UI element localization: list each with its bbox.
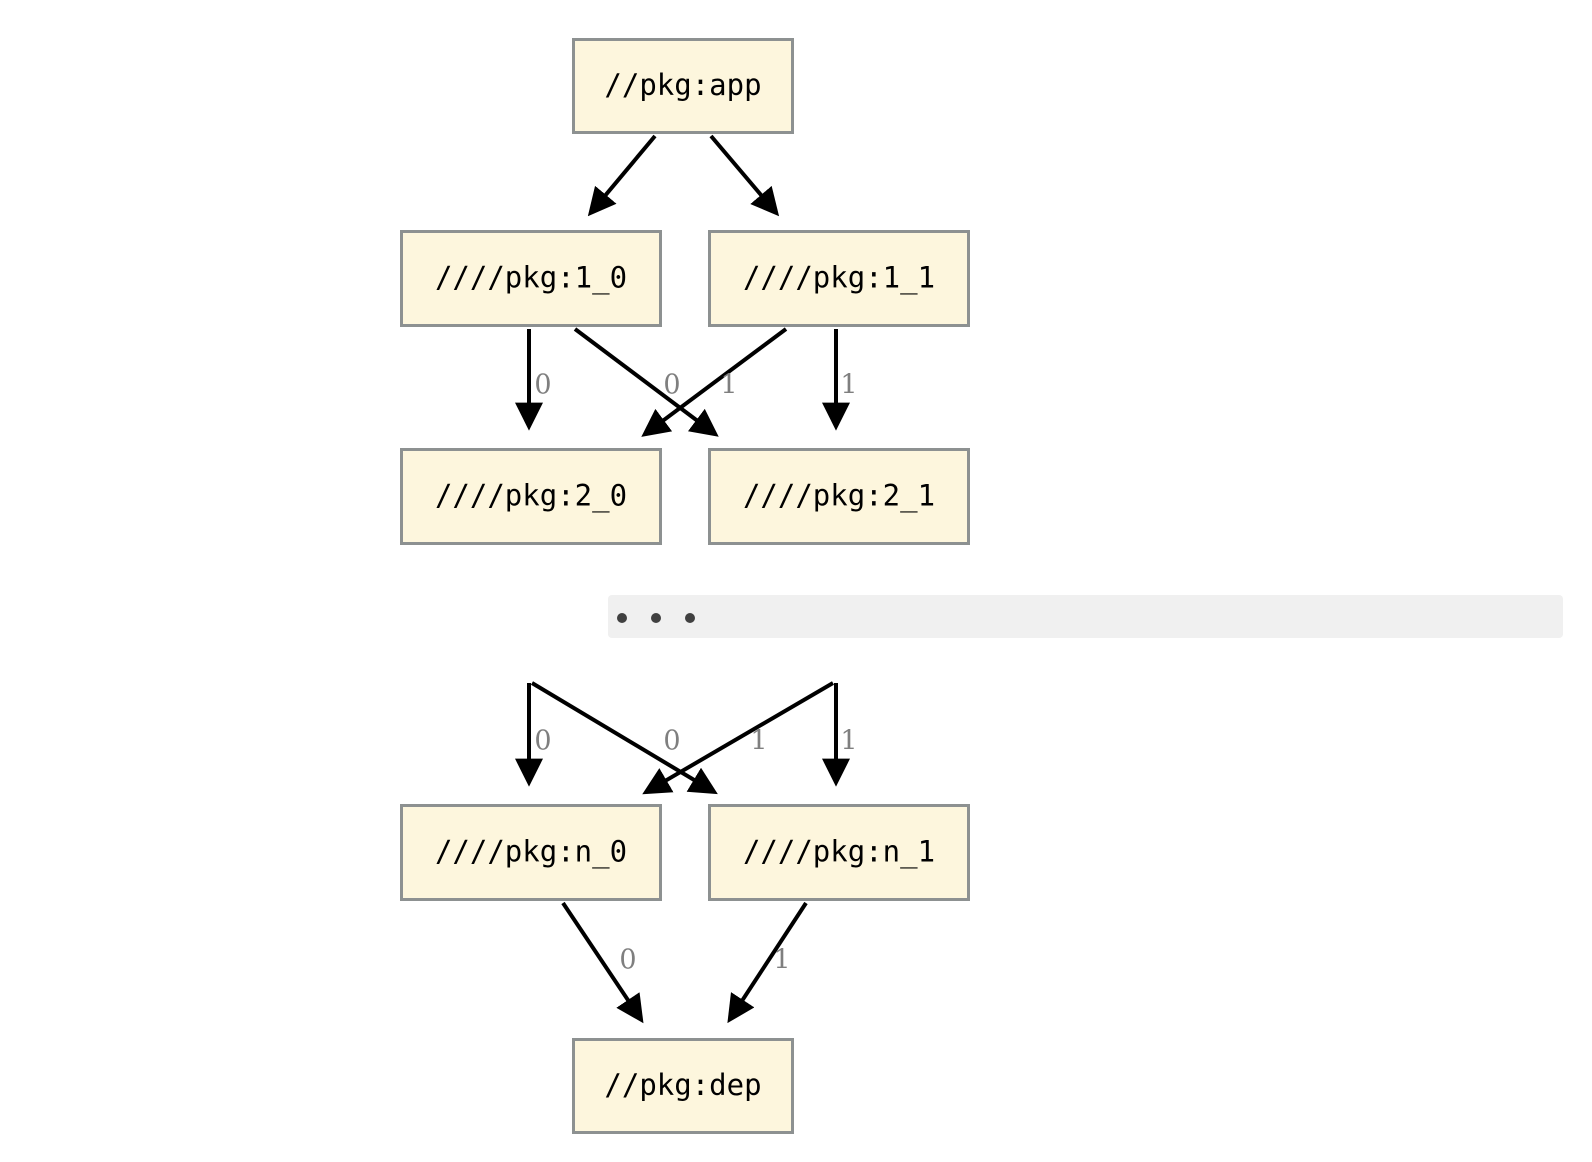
node-box[interactable] [400, 804, 662, 901]
edge-1_1-to-2_1: 1 [822, 329, 858, 431]
edge-label: 0 [663, 370, 680, 401]
edge-1_0-to-2_0: 0 [515, 329, 552, 431]
edge-line [587, 134, 657, 217]
node-app[interactable]: //pkg:app [572, 38, 794, 134]
node-label: ////pkg:2_1 [743, 479, 935, 514]
node-label: ////pkg:1_1 [743, 261, 935, 296]
node-label: ////pkg:1_0 [435, 261, 627, 296]
node-box[interactable] [400, 448, 662, 545]
node-label: //pkg:dep [604, 1068, 761, 1102]
ellipsis-dot-2 [685, 613, 695, 623]
edge-prev-to-n_0: 0 [515, 683, 552, 787]
ellipsis-dot-0 [617, 613, 627, 623]
ellipsis-dot-1 [651, 613, 661, 623]
node-box[interactable] [572, 38, 794, 134]
node-label: //pkg:app [604, 68, 761, 102]
edge-line [709, 134, 780, 217]
node-box[interactable] [708, 448, 970, 545]
edge-prev-to-n_1: 0 [530, 681, 718, 795]
edge-prev2-to-n_1: 1 [822, 683, 858, 787]
edge-n_1-to-dep: 1 [727, 901, 808, 1024]
edge-line [727, 901, 808, 1024]
edge-prev2-to-n_0: 1 [642, 681, 835, 795]
node-label: ////pkg:n_0 [435, 835, 627, 870]
node-n2_0[interactable]: ////pkg:2_0 [400, 448, 662, 545]
node-n2_1[interactable]: ////pkg:2_1 [708, 448, 970, 545]
node-n1_1[interactable]: ////pkg:1_1 [708, 230, 970, 327]
node-box[interactable] [400, 230, 662, 327]
node-box[interactable] [708, 230, 970, 327]
node-dep[interactable]: //pkg:dep [572, 1038, 794, 1134]
edge-label: 0 [663, 726, 680, 757]
edge-app-to-1_1 [709, 134, 780, 217]
edge-label: 1 [720, 370, 737, 401]
edge-line [573, 327, 719, 437]
edge-line [561, 901, 644, 1024]
edges-layer: 0 0 1 1 0 0 1 1 0 1 [515, 134, 858, 1024]
edge-label: 0 [534, 370, 551, 401]
edge-label: 1 [840, 370, 857, 401]
edge-label: 1 [750, 726, 767, 757]
edge-line [642, 681, 835, 795]
nodes-layer: //pkg:app ////pkg:1_0 ////pkg:1_1 ////pkg:2… [400, 38, 970, 1134]
edge-line [641, 327, 788, 437]
node-nn_0[interactable]: ////pkg:n_0 [400, 804, 662, 901]
edge-label: 0 [619, 945, 636, 976]
edge-label: 1 [773, 945, 790, 976]
edge-n_0-to-dep: 0 [561, 901, 644, 1024]
edge-1_0-to-2_1: 0 [573, 327, 719, 437]
node-label: ////pkg:n_1 [743, 835, 935, 870]
edge-1_1-to-2_0: 1 [641, 327, 788, 437]
ellipsis-separator [608, 595, 1563, 638]
ellipsis-band [608, 595, 1563, 638]
node-n1_0[interactable]: ////pkg:1_0 [400, 230, 662, 327]
edge-line [530, 681, 718, 795]
node-nn_1[interactable]: ////pkg:n_1 [708, 804, 970, 901]
node-box[interactable] [708, 804, 970, 901]
node-label: ////pkg:2_0 [435, 479, 627, 514]
edge-label: 1 [840, 726, 857, 757]
node-box[interactable] [572, 1038, 794, 1134]
edge-app-to-1_0 [587, 134, 657, 217]
edge-label: 0 [534, 726, 551, 757]
